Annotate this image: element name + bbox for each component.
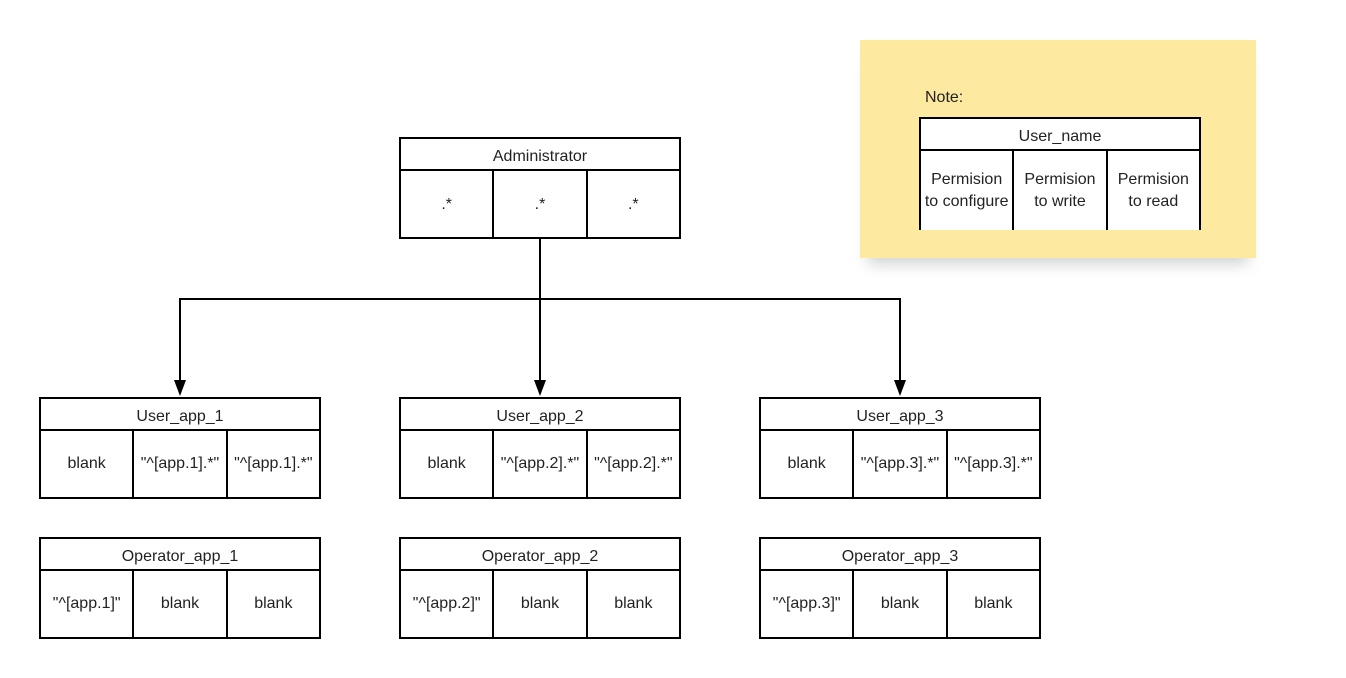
user-app-2-write-cell: "^[app.2].*" [492, 431, 585, 497]
administrator-title: Administrator [401, 139, 679, 171]
user-app-2-configure-cell: blank [427, 455, 466, 472]
operator-app-2-configure-cell: "^[app.2]" [412, 595, 481, 612]
operator-app-2-write-cell: blank [492, 571, 585, 637]
operator-app-1-box: Operator_app_1 "^[app.1]" blank blank [39, 537, 321, 639]
user-app-3-read-cell: "^[app.3].*" [945, 431, 1039, 497]
user-app-1-configure-cell: blank [67, 455, 106, 472]
operator-app-3-read-cell: blank [945, 571, 1039, 637]
operator-app-2-title: Operator_app_2 [401, 539, 679, 571]
user-app-2-title: User_app_2 [401, 399, 679, 431]
note-label: Note: [925, 89, 964, 106]
legend-write-cell: Permision to write [1012, 151, 1106, 230]
administrator-read-cell: .* [585, 171, 679, 239]
legend-configure-cell: Permision to configure [921, 151, 1013, 230]
user-app-1-write-cell: "^[app.1].*" [132, 431, 225, 497]
operator-app-3-write-cell: blank [852, 571, 945, 637]
user-app-2-box: User_app_2 blank "^[app.2].*" "^[app.2].… [399, 397, 681, 499]
arrowhead-user-app-2 [534, 380, 546, 396]
operator-app-1-configure-cell: "^[app.1]" [52, 595, 121, 612]
user-app-1-read-cell: "^[app.1].*" [225, 431, 319, 497]
user-app-1-box: User_app_1 blank "^[app.1].*" "^[app.1].… [39, 397, 321, 499]
user-app-3-box: User_app_3 blank "^[app.3].*" "^[app.3].… [759, 397, 1041, 499]
legend-read-cell: Permision to read [1105, 151, 1199, 230]
legend-title: User_name [921, 119, 1199, 151]
administrator-box: Administrator .* .* .* [399, 137, 681, 239]
operator-app-1-write-cell: blank [132, 571, 225, 637]
user-app-3-write-cell: "^[app.3].*" [852, 431, 945, 497]
operator-app-2-read-cell: blank [585, 571, 679, 637]
user-app-1-title: User_app_1 [41, 399, 319, 431]
operator-app-1-title: Operator_app_1 [41, 539, 319, 571]
operator-app-1-read-cell: blank [225, 571, 319, 637]
operator-app-3-title: Operator_app_3 [761, 539, 1039, 571]
user-app-3-title: User_app_3 [761, 399, 1039, 431]
user-app-3-configure-cell: blank [787, 455, 826, 472]
arrowhead-user-app-3 [894, 380, 906, 396]
operator-app-3-box: Operator_app_3 "^[app.3]" blank blank [759, 537, 1041, 639]
arrowhead-user-app-1 [174, 380, 186, 396]
legend-box: User_name Permision to configure Permisi… [919, 117, 1201, 230]
administrator-configure-cell: .* [441, 196, 452, 213]
operator-app-3-configure-cell: "^[app.3]" [772, 595, 841, 612]
operator-app-2-box: Operator_app_2 "^[app.2]" blank blank [399, 537, 681, 639]
administrator-write-cell: .* [492, 171, 585, 239]
user-app-2-read-cell: "^[app.2].*" [585, 431, 679, 497]
